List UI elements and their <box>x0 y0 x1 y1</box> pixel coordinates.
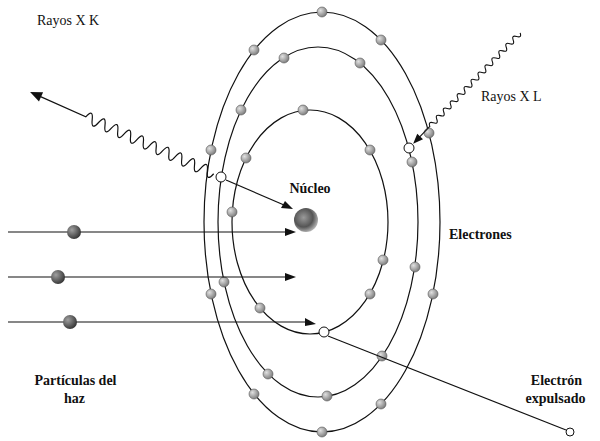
orbit-group <box>204 12 440 432</box>
beam-line <box>8 276 286 277</box>
electron <box>317 7 327 17</box>
electron <box>255 303 265 313</box>
xray-label: Rayos X L <box>480 88 590 106</box>
electron <box>263 369 273 379</box>
vacancy <box>319 327 329 337</box>
nucleus-label: Núcleo <box>280 180 340 198</box>
beam-group <box>8 228 316 326</box>
electron-group <box>206 7 438 437</box>
middle-orbit <box>218 47 418 397</box>
electron <box>298 105 308 115</box>
electron <box>219 277 229 287</box>
electron <box>206 289 216 299</box>
vacancy <box>404 143 414 153</box>
label-text: Rayos X K <box>36 13 100 28</box>
electron <box>249 389 259 399</box>
beam-particle <box>51 270 65 284</box>
electron <box>279 53 289 63</box>
label-text: Núcleo <box>288 181 331 196</box>
electron <box>378 255 388 265</box>
beam-line <box>8 231 286 232</box>
arrow-head <box>305 318 316 326</box>
electron <box>227 207 237 217</box>
electron <box>424 128 434 138</box>
electron <box>322 391 332 401</box>
electron <box>355 58 365 68</box>
xray-label: Rayos X K <box>36 12 146 30</box>
electron <box>236 105 246 115</box>
electron <box>317 427 327 437</box>
electron <box>410 262 420 272</box>
vacancy <box>216 172 226 182</box>
arrow-head <box>285 228 296 236</box>
k-xray <box>28 87 216 179</box>
electrons-label: Electrones <box>448 226 548 244</box>
wave <box>36 91 216 179</box>
electron <box>376 35 386 45</box>
outer-orbit <box>204 12 440 432</box>
expelled-electron <box>566 428 574 436</box>
wave <box>417 31 522 139</box>
expelled-label: Electrón expulsado <box>515 372 597 407</box>
label-text: Rayos X L <box>480 89 543 104</box>
electron <box>376 399 386 409</box>
electron <box>428 289 438 299</box>
arrow-head <box>285 273 296 281</box>
electron <box>365 145 375 155</box>
arrow-head <box>28 87 43 101</box>
electron <box>365 289 375 299</box>
beam-label: Partículas del haz <box>30 372 120 407</box>
electron <box>249 45 259 55</box>
inner-orbit <box>232 110 388 334</box>
vacancy-arrow <box>226 180 284 205</box>
label-text: Partículas del haz <box>33 373 116 406</box>
beam-particle <box>63 315 77 329</box>
electron <box>407 157 417 167</box>
label-text: Electrones <box>448 227 513 242</box>
electron <box>206 145 216 155</box>
nucleus <box>294 208 318 232</box>
beam-line <box>8 321 306 322</box>
label-text: Electrón expulsado <box>526 373 587 406</box>
arrow-head <box>281 201 293 209</box>
beam-particle <box>67 225 81 239</box>
electron <box>241 153 251 163</box>
